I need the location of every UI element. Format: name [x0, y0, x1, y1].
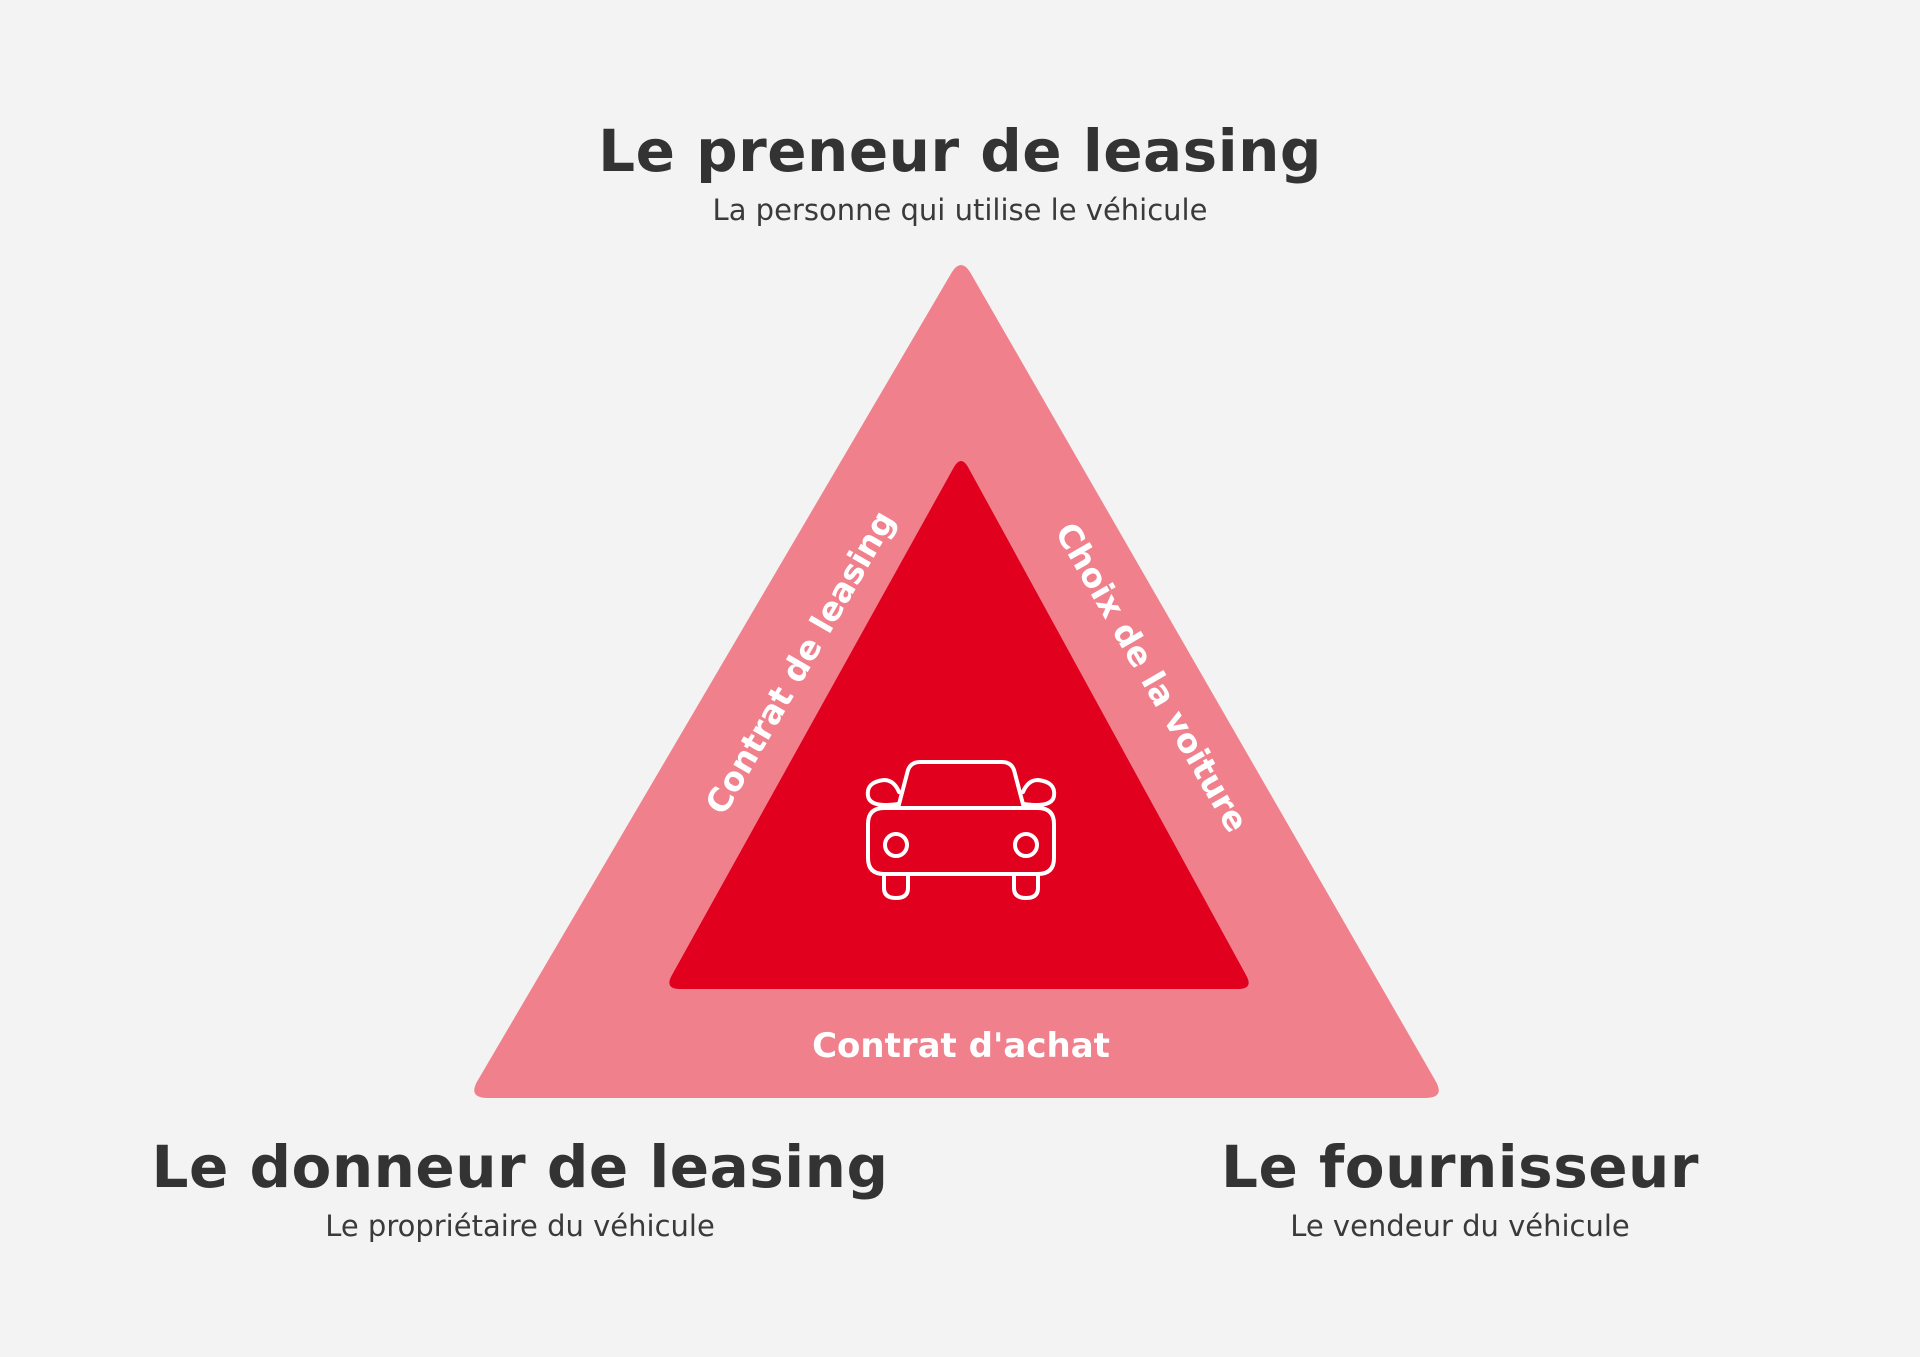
party-supplier: Le fournisseur Le vendeur du véhicule [1130, 1132, 1790, 1246]
party-lessee: Le preneur de leasing La personne qui ut… [460, 116, 1460, 230]
party-role: Le vendeur du véhicule [1290, 1209, 1630, 1243]
relation-label-bottom: Contrat d'achat [812, 1026, 1110, 1066]
party-name: Le fournisseur [1221, 1133, 1699, 1201]
inner-triangle [669, 461, 1249, 989]
party-name: Le preneur de leasing [598, 117, 1322, 185]
party-role: La personne qui utilise le véhicule [712, 193, 1208, 227]
party-name: Le donneur de leasing [151, 1133, 889, 1201]
party-lessor: Le donneur de leasing Le propriétaire du… [110, 1132, 930, 1246]
party-role: Le propriétaire du véhicule [325, 1209, 715, 1243]
car-icon [865, 760, 1057, 900]
